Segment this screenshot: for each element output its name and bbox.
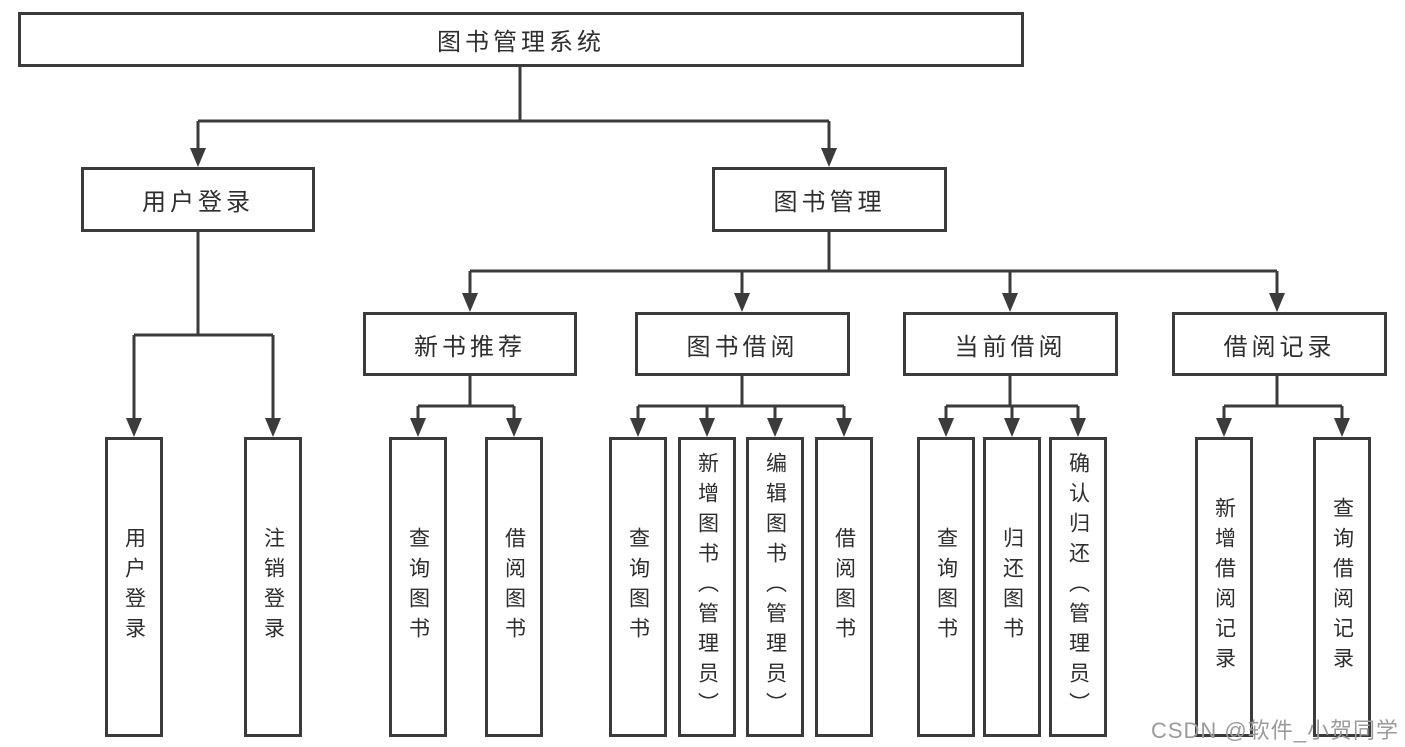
connector-book-borrow-to-leaves — [630, 376, 852, 437]
leaf-add-borrow-record: 新增借阅记录 — [1195, 437, 1253, 737]
connector-current-borrow-to-leaves — [938, 376, 1086, 437]
node-label: 新增图书（管理员） — [695, 452, 719, 722]
node-label: 借阅图书 — [502, 527, 526, 647]
node-new-book-recommendation: 新书推荐 — [363, 312, 577, 376]
node-book-management: 图书管理 — [712, 167, 947, 232]
connector-new-book-to-leaves — [410, 376, 522, 437]
node-label: 注销登录 — [261, 527, 285, 647]
leaf-return-books: 归还图书 — [983, 437, 1041, 737]
node-label: 借阅图书 — [832, 527, 856, 647]
node-label: 用户登录 — [142, 189, 254, 216]
node-label: 图书管理 — [773, 189, 886, 216]
leaf-add-books-admin: 新增图书（管理员） — [678, 437, 736, 737]
node-label: 确认归还（管理员） — [1066, 452, 1090, 722]
connector-root-to-level2 — [190, 67, 837, 167]
leaf-query-borrow-record: 查询借阅记录 — [1313, 437, 1371, 737]
leaf-borrow-books: 借阅图书 — [815, 437, 873, 737]
node-label: 新书推荐 — [414, 333, 526, 361]
node-label: 查询图书 — [406, 527, 430, 647]
node-label: 用户登录 — [122, 527, 146, 647]
node-label: 图书管理系统 — [437, 29, 605, 56]
node-label: 查询借阅记录 — [1330, 497, 1354, 677]
node-borrowing-records: 借阅记录 — [1172, 312, 1387, 376]
node-book-borrowing: 图书借阅 — [635, 312, 850, 376]
node-library-management-system: 图书管理系统 — [18, 12, 1024, 67]
node-label: 归还图书 — [1000, 527, 1024, 647]
leaf-borrow-books-newbook: 借阅图书 — [485, 437, 543, 737]
leaf-logout: 注销登录 — [244, 437, 302, 737]
node-current-borrowing: 当前借阅 — [903, 312, 1118, 376]
node-label: 查询图书 — [934, 527, 958, 647]
leaf-confirm-return-admin: 确认归还（管理员） — [1049, 437, 1107, 737]
leaf-query-books-newbook: 查询图书 — [389, 437, 447, 737]
node-user-login: 用户登录 — [81, 167, 315, 232]
node-label: 当前借阅 — [954, 333, 1067, 361]
csdn-watermark: CSDN @软件_小贺同学 — [1150, 718, 1399, 743]
node-label: 图书借阅 — [686, 333, 799, 361]
leaf-user-login: 用户登录 — [105, 437, 163, 737]
node-label: 新增借阅记录 — [1212, 497, 1236, 677]
node-label: 编辑图书（管理员） — [763, 452, 787, 722]
connector-book-management-to-level3 — [462, 232, 1285, 312]
connector-user-login-to-leaves — [126, 232, 281, 437]
connector-borrow-record-to-leaves — [1216, 376, 1350, 437]
leaf-query-books-borrow: 查询图书 — [609, 437, 667, 737]
leaf-query-books-current: 查询图书 — [917, 437, 975, 737]
leaf-edit-books-admin: 编辑图书（管理员） — [746, 437, 804, 737]
node-label: 借阅记录 — [1223, 333, 1336, 361]
node-label: 查询图书 — [626, 527, 650, 647]
